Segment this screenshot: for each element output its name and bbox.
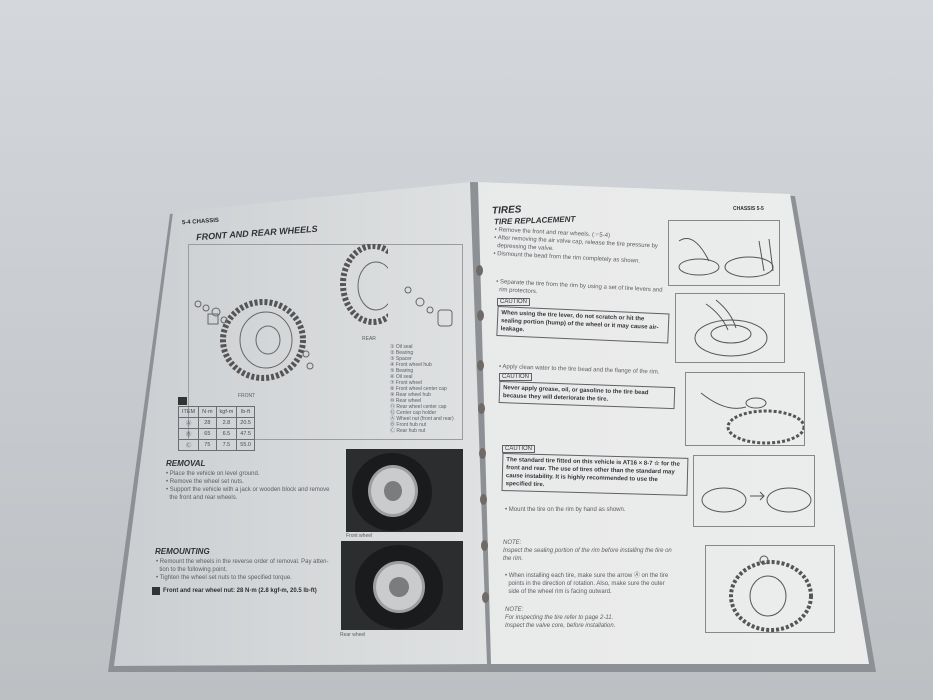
mount-tire-step: • Mount the tire on the rim by hand as s… [505, 507, 626, 513]
caution-label: CAUTION [502, 445, 535, 453]
binder-ring [476, 265, 483, 276]
removal-steps: • Place the vehicle on level ground. • R… [166, 471, 330, 501]
binder-ring [477, 310, 484, 321]
parts-legend: ① Oil seal ② Bearing ③ Spacer ④ Front wh… [390, 344, 454, 434]
note-label: NOTE: [505, 607, 524, 613]
rear-hub-parts-diagram [404, 286, 453, 327]
note-sealing: Inspect the sealing portion of the rim b… [503, 548, 672, 562]
front-wheel-caption: Front wheel [346, 533, 373, 539]
legend-item: ⑦ Front wheel [390, 380, 422, 386]
wheel-exploded-diagram [194, 244, 388, 381]
binder-ring [481, 540, 488, 551]
binder-ring [482, 592, 489, 603]
legend-item: ① Oil seal [390, 344, 413, 350]
remounting-steps: • Remount the wheels in the reverse orde… [156, 559, 329, 581]
wheel-nut-torque-spec: Front and rear wheel nut: 28 N·m (2.8 kg… [163, 588, 317, 594]
legend-item: Ⓑ Front hub nut [390, 422, 427, 428]
apply-water-illustration [685, 372, 805, 446]
rotation-arrow-illustration [705, 545, 835, 633]
dismount-bead-illustration [668, 220, 780, 286]
binder-ring [479, 448, 486, 459]
front-label: FRONT [238, 393, 256, 399]
caution-label: CAUTION [499, 373, 532, 381]
tire-lever-illustration [675, 293, 785, 363]
torque-wrench-icon [152, 587, 160, 595]
front-wheel-photo [346, 449, 463, 532]
legend-item: Ⓐ Wheel nut (front and rear) [390, 416, 454, 422]
legend-item: Ⓒ Rear hub nut [390, 428, 426, 434]
legend-item: ⑩ Rear wheel [390, 398, 422, 404]
legend-item: ② Bearing [390, 350, 414, 356]
legend-item: ⑤ Bearing [390, 368, 414, 374]
legend-item: ⑪ Rear wheel center cap [390, 404, 447, 410]
caution-box-standard-tire: The standard tire fitted on this vehicle… [501, 453, 689, 496]
tires-title: TIRES [491, 204, 522, 217]
legend-item: ⑨ Rear wheel hub [390, 392, 431, 398]
legend-item: ⑫ Center cap holder [390, 410, 437, 416]
legend-item: ④ Front wheel hub [390, 362, 432, 368]
rear-wheel-caption: Rear wheel [340, 632, 366, 638]
mount-tire-illustration [693, 455, 815, 527]
caution-label: CAUTION [497, 298, 530, 306]
binder-ring [478, 403, 485, 414]
rear-label: REAR [362, 336, 376, 342]
removal-title: REMOVAL [166, 459, 206, 468]
legend-item: ③ Spacer [390, 356, 412, 362]
torque-wrench-icon [178, 397, 187, 405]
binder-ring [477, 360, 484, 371]
rear-wheel-photo [341, 541, 463, 630]
legend-item: ⑧ Front wheel center cap [390, 386, 447, 392]
binder-ring [480, 494, 487, 505]
legend-item: ⑥ Oil seal [390, 374, 413, 380]
remounting-title: REMOUNTING [155, 547, 210, 556]
installing-step: • When installing each tire, make sure t… [505, 573, 669, 595]
right-page-header: CHASSIS 5-5 [733, 206, 764, 212]
note-inspect: For inspecting the tire refer to page 2-… [505, 615, 616, 629]
exploded-diagram-frame [188, 244, 463, 440]
note-label: NOTE: [503, 540, 522, 546]
